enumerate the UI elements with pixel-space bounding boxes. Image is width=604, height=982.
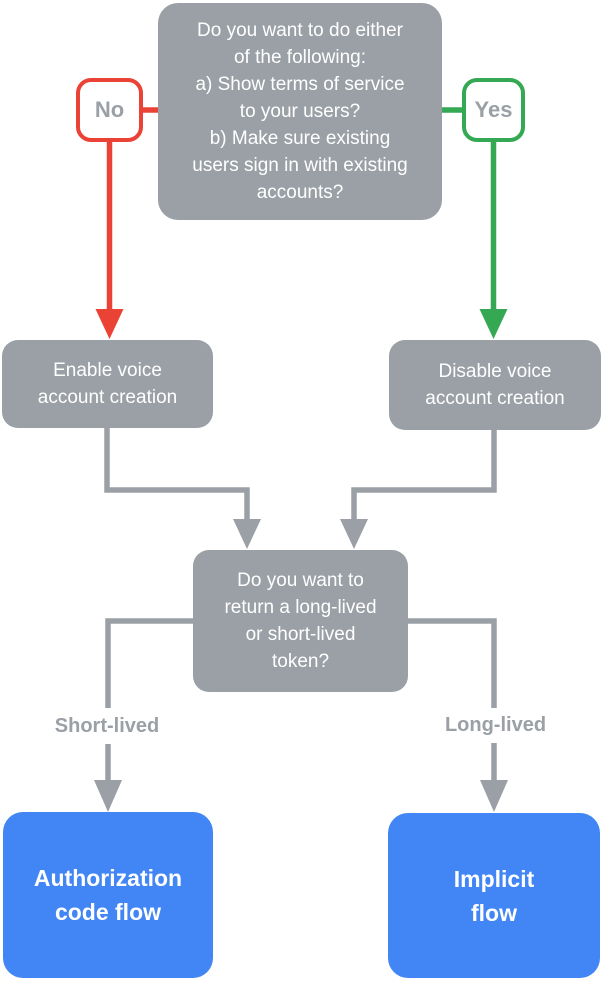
no-branch-arrow (95, 107, 158, 339)
enable-voice-text: Enable voice account creation (37, 360, 178, 408)
enable-to-token-arrow (104, 427, 261, 549)
long-lived-label: Long-lived (410, 708, 581, 743)
short-lived-label-text: Short-lived (54, 714, 160, 737)
question-token-text: Do you want to return a long-lived or sh… (224, 570, 377, 672)
yes-badge-label: Yes (474, 97, 513, 122)
authorization-code-flow-box: Authorization code flow (3, 812, 213, 978)
disable-to-token-arrow (340, 429, 497, 549)
disable-voice-text: Disable voice account creation (425, 361, 565, 409)
implicit-flow-box: Implicit flow (388, 813, 600, 978)
short-lived-label: Short-lived (22, 708, 192, 744)
no-badge: No (76, 78, 143, 142)
long-lived-label-text: Long-lived (444, 714, 547, 736)
no-badge-label: No (94, 97, 125, 122)
enable-voice-box: Enable voice account creation (2, 340, 213, 428)
yes-branch-arrow (442, 107, 508, 339)
question-top-box: Do you want to do either of the followin… (158, 3, 442, 220)
question-token-box: Do you want to return a long-lived or sh… (193, 550, 408, 692)
question-top-text: Do you want to do either of the followin… (192, 20, 408, 203)
disable-voice-box: Disable voice account creation (389, 340, 601, 430)
yes-badge: Yes (462, 78, 525, 142)
authorization-code-flow-text: Authorization code flow (33, 865, 183, 925)
implicit-flow-text: Implicit flow (453, 865, 535, 926)
